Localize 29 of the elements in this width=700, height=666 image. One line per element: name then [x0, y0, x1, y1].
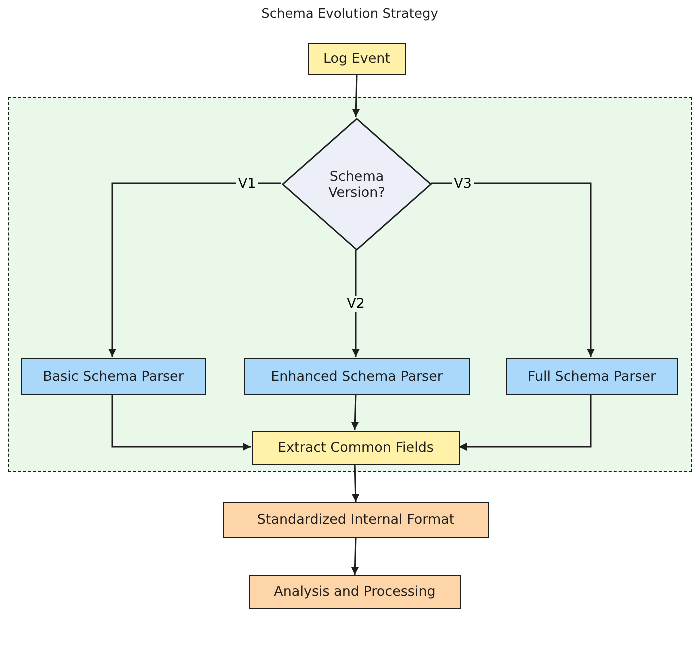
edge-label: V2 — [345, 296, 367, 312]
decision-diamond — [282, 118, 432, 251]
process-box — [21, 358, 206, 395]
process-box — [252, 431, 460, 465]
process-box — [249, 575, 461, 609]
node-label: Standardized Internal Format — [257, 512, 455, 528]
group-container — [8, 97, 692, 472]
process-box — [506, 358, 678, 395]
arrow — [431, 182, 595, 357]
arrow — [459, 394, 592, 451]
arrow — [352, 464, 360, 502]
node-label: Log Event — [323, 51, 391, 67]
arrow — [351, 538, 360, 576]
arrow — [108, 182, 281, 357]
node-label: Extract Common Fields — [278, 440, 434, 456]
arrow — [352, 250, 360, 357]
node-label: Schema Version? — [328, 168, 386, 200]
process-box — [223, 502, 489, 538]
arrow — [352, 74, 360, 118]
node-label: Basic Schema Parser — [43, 368, 184, 384]
node-label: Full Schema Parser — [528, 368, 656, 384]
process-box — [244, 358, 470, 395]
node-label: Analysis and Processing — [274, 584, 436, 600]
diagram-title: Schema Evolution Strategy — [260, 7, 440, 22]
arrow — [351, 394, 360, 430]
arrow — [112, 394, 251, 451]
node-label: Enhanced Schema Parser — [271, 368, 443, 384]
edge-label: V3 — [452, 176, 474, 192]
process-box — [308, 43, 406, 75]
